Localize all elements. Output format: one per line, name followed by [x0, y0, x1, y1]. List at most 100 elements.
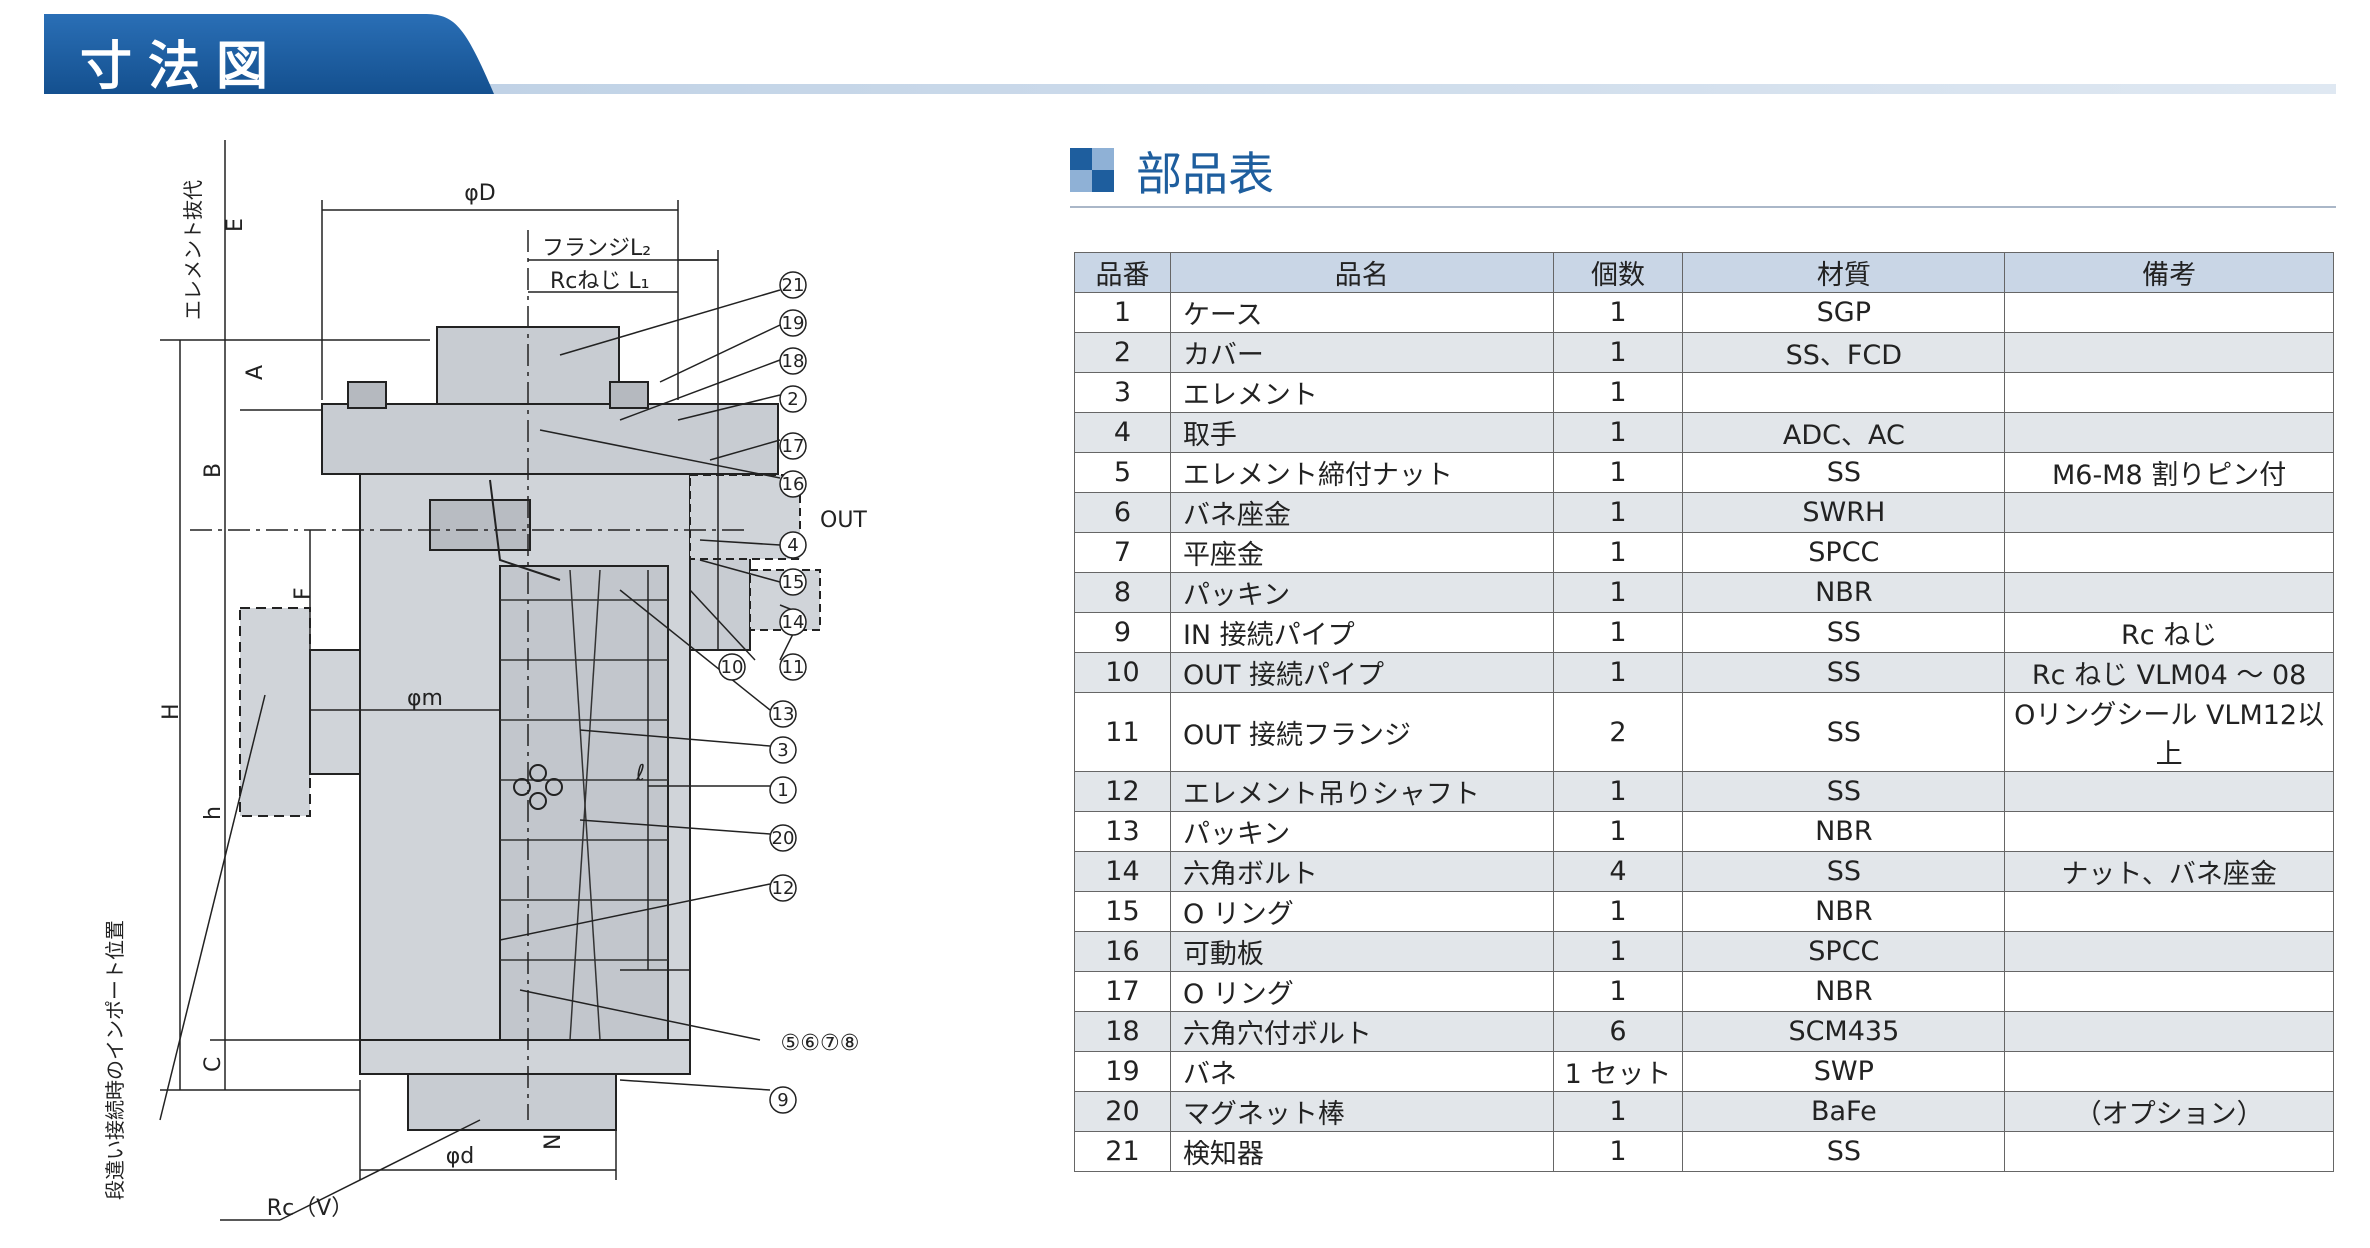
cell-no: 9 [1074, 612, 1171, 653]
cell-name: 六角ボルト [1169, 851, 1554, 892]
cell-qty: 1 [1552, 971, 1684, 1012]
cell-name: バネ [1169, 1051, 1554, 1092]
cell-material: SCM435 [1682, 1011, 2006, 1052]
cell-qty: 2 [1552, 692, 1684, 772]
cell-qty: 6 [1552, 1011, 1684, 1052]
cell-no: 20 [1074, 1091, 1171, 1132]
cell-remarks: （オプション） [2004, 1091, 2334, 1132]
cell-name: カバー [1169, 332, 1554, 373]
cell-name: エレメント [1169, 372, 1554, 413]
cell-no: 21 [1074, 1131, 1171, 1172]
cell-remarks [2004, 971, 2334, 1012]
cell-remarks [2004, 412, 2334, 453]
cell-no: 1 [1074, 292, 1171, 333]
cell-no: 5 [1074, 452, 1171, 493]
cell-qty: 1 [1552, 891, 1684, 932]
cell-material: SS [1682, 771, 2006, 812]
cell-name: エレメント締付ナット [1169, 452, 1554, 493]
cell-material: NBR [1682, 811, 2006, 852]
cell-qty: 1 [1552, 572, 1684, 613]
cell-qty: 1 [1552, 652, 1684, 693]
cell-material: NBR [1682, 891, 2006, 932]
cell-no: 7 [1074, 532, 1171, 573]
cell-qty: 1 [1552, 612, 1684, 653]
cell-qty: 1 [1552, 492, 1684, 533]
label-C: C [201, 1057, 226, 1072]
cell-remarks [2004, 532, 2334, 573]
cell-no: 17 [1074, 971, 1171, 1012]
cell-name: エレメント吊りシャフト [1169, 771, 1554, 812]
cell-remarks [2004, 1011, 2334, 1052]
cell-no: 12 [1074, 771, 1171, 812]
cell-no: 15 [1074, 891, 1171, 932]
section-header: 寸法図 [44, 14, 2336, 97]
label-F: F [291, 587, 316, 600]
cell-remarks [2004, 811, 2334, 852]
cell-remarks [2004, 931, 2334, 972]
cell-qty: 1 [1552, 452, 1684, 493]
cell-name: 取手 [1169, 412, 1554, 453]
cell-name: OUT 接続フランジ [1169, 692, 1554, 772]
callout-2: 2 [787, 389, 798, 410]
cell-name: O リング [1169, 891, 1554, 932]
callout-4: 4 [787, 535, 798, 556]
callout-16: 16 [782, 474, 805, 495]
callout-1: 1 [777, 780, 788, 801]
section-icon-part [1092, 170, 1114, 192]
cell-name: マグネット棒 [1169, 1091, 1554, 1132]
cell-qty: 4 [1552, 851, 1684, 892]
section-icon [1070, 148, 1092, 170]
col-header-no: 品番 [1074, 252, 1171, 293]
callout-12: 12 [772, 878, 795, 899]
cell-material: SWP [1682, 1051, 2006, 1092]
col-header-qty: 個数 [1552, 252, 1684, 293]
cell-name: パッキン [1169, 572, 1554, 613]
cell-no: 8 [1074, 572, 1171, 613]
label-inport: 段違い接続時のインポート位置 [103, 920, 127, 1200]
section-icon-part [1092, 148, 1114, 170]
label-out: OUT [820, 508, 867, 533]
cell-qty: 1 [1552, 931, 1684, 972]
callout-11: 11 [782, 657, 805, 678]
cell-remarks: Rc ねじ [2004, 612, 2334, 653]
cell-no: 13 [1074, 811, 1171, 852]
callout-21: 21 [782, 275, 805, 296]
cell-material: SPCC [1682, 532, 2006, 573]
cell-name: パッキン [1169, 811, 1554, 852]
cell-material: SS [1682, 452, 2006, 493]
cell-qty: 1 [1552, 532, 1684, 573]
callout-20: 20 [772, 828, 795, 849]
label-A: A [243, 365, 268, 380]
cell-material: SGP [1682, 292, 2006, 333]
label-ell: ℓ [635, 761, 645, 786]
cell-qty: 1 セット [1552, 1051, 1684, 1092]
table-header-row: 品番 品名 個数 材質 備考 [1074, 252, 2334, 293]
cell-material: BaFe [1682, 1091, 2006, 1132]
cell-material: SPCC [1682, 931, 2006, 972]
cell-material: SS [1682, 692, 2006, 772]
divider [1070, 206, 2336, 208]
cell-material: SS [1682, 1131, 2006, 1172]
cell-remarks [2004, 1131, 2334, 1172]
cell-remarks [2004, 1051, 2334, 1092]
col-header-material: 材質 [1682, 252, 2006, 293]
cell-remarks [2004, 332, 2334, 373]
cell-no: 19 [1074, 1051, 1171, 1092]
callout-13: 13 [772, 704, 795, 725]
cell-material: SS [1682, 851, 2006, 892]
cell-material: ADC、AC [1682, 412, 2006, 453]
label-rcv: Rc（V） [267, 1196, 353, 1221]
section-icon-part [1070, 170, 1092, 192]
cell-no: 4 [1074, 412, 1171, 453]
